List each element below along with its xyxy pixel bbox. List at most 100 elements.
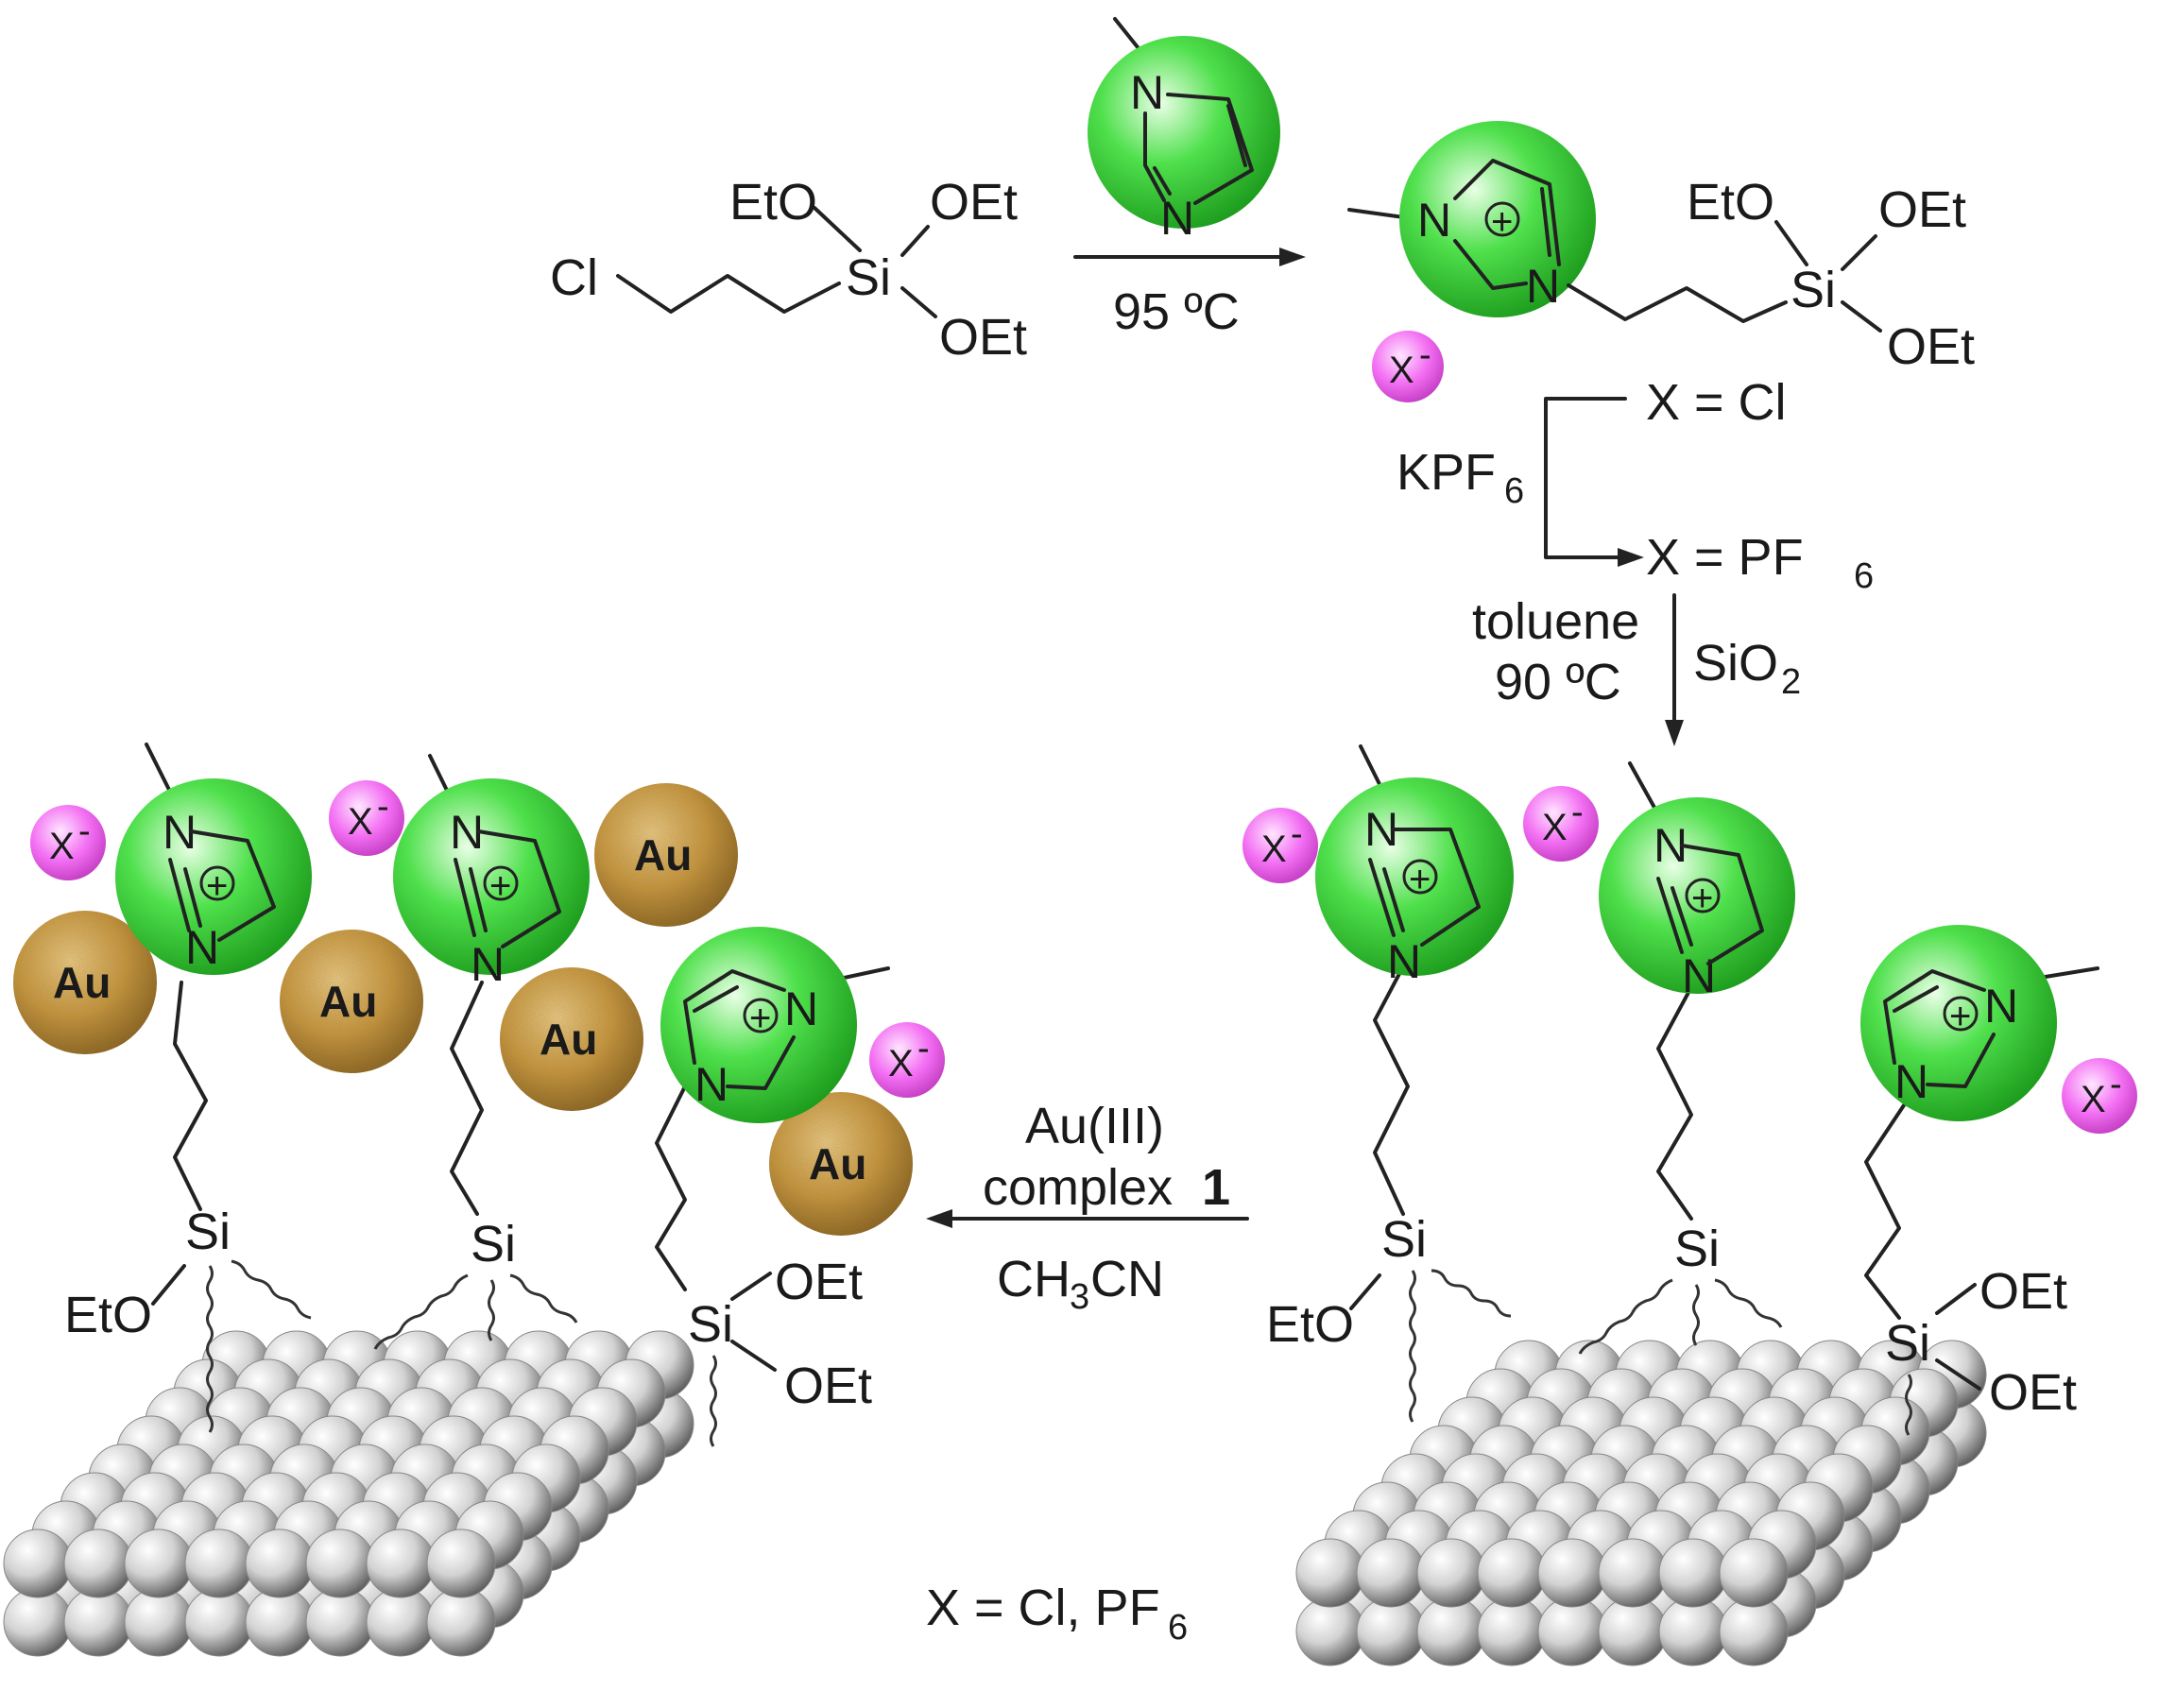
- eto-label: EtO: [64, 1287, 152, 1343]
- anion-charge: -: [1571, 793, 1584, 832]
- n-label: N: [1160, 192, 1194, 245]
- anion-charge: -: [78, 811, 91, 851]
- silica-particle: [1598, 1538, 1668, 1608]
- silica-particle: [1719, 1538, 1789, 1608]
- si-label: Si: [1674, 1221, 1720, 1277]
- imidazolium-sphere: [115, 778, 312, 975]
- silica-particle: [426, 1529, 496, 1598]
- charge-circle: [1402, 859, 1438, 895]
- au-iii-label: Au(III): [1025, 1098, 1164, 1154]
- charge-circle: [199, 865, 235, 901]
- si-label: Si: [1381, 1211, 1427, 1268]
- n-label: N: [1417, 194, 1451, 247]
- anion-charge: -: [917, 1029, 930, 1068]
- grafted-imidazolium-right: Si EtO Si Si OEt OEt N N + X - N: [1242, 744, 2137, 1436]
- n-label: N: [1682, 949, 1716, 1002]
- oet-label: OEt: [775, 1254, 863, 1310]
- oet-label: OEt: [1989, 1364, 2077, 1421]
- silica-surface-left: [3, 1330, 694, 1657]
- anion-sphere: [329, 780, 404, 856]
- silica-particle: [245, 1529, 315, 1598]
- au-label: Au: [540, 1015, 597, 1064]
- oet-label: OEt: [1878, 181, 1966, 238]
- imidazolium-sphere: [1860, 925, 2057, 1121]
- silica-particle: [1658, 1597, 1728, 1666]
- charge-circle: [1484, 201, 1520, 237]
- anion-charge: -: [2110, 1065, 2122, 1104]
- au-label: Au: [319, 977, 377, 1026]
- silica-particle: [1356, 1597, 1426, 1666]
- plus-label: +: [1409, 859, 1431, 900]
- silica-particle: [1416, 1597, 1486, 1666]
- silica-particle: [1598, 1597, 1668, 1666]
- oet-label: OEt: [939, 309, 1027, 366]
- si-label: Si: [846, 249, 891, 306]
- kpf6-subscript: 6: [1504, 471, 1524, 511]
- charge-circle: [1685, 878, 1721, 914]
- si-label: Si: [185, 1204, 231, 1260]
- si-label: Si: [688, 1296, 733, 1353]
- anion-sphere: [1372, 331, 1444, 402]
- imidazolium-sphere: [1315, 777, 1514, 976]
- silica-particle: [305, 1587, 375, 1657]
- anion-sphere: [1242, 808, 1318, 883]
- x-equals-cl-label: X = Cl: [1646, 374, 1787, 431]
- silica-surface-right: [1295, 1340, 1987, 1666]
- footnote: X = Cl, PF 6: [926, 1580, 1188, 1648]
- silica-particle: [1356, 1538, 1426, 1608]
- reaction-arrow-1: 95 ºC: [1073, 248, 1306, 340]
- ch3cn-subscript: 3: [1070, 1277, 1089, 1317]
- anion-label: X: [1542, 807, 1568, 848]
- silica-particle: [366, 1529, 436, 1598]
- imidazolium-silane-product: N N + Si EtO OEt OEt X -: [1347, 121, 1975, 402]
- silica-particle: [3, 1587, 73, 1657]
- silica-particle: [245, 1587, 315, 1657]
- eto-label: EtO: [729, 174, 817, 231]
- anion-label: X: [888, 1043, 914, 1085]
- anion-charge: -: [1291, 814, 1303, 854]
- oet-label: OEt: [1887, 318, 1975, 375]
- charge-circle: [483, 865, 519, 901]
- pf6-subscript: 6: [1854, 556, 1874, 596]
- n-label: N: [1984, 980, 2018, 1033]
- charge-circle: [1943, 996, 1979, 1032]
- anion-exchange-step: X = Cl X = PF 6 KPF 6: [1396, 374, 1874, 596]
- n-label: N: [694, 1058, 728, 1111]
- eto-label: EtO: [1687, 174, 1774, 231]
- anion-definition-label: X = Cl, PF: [926, 1580, 1160, 1636]
- anion-label: X: [2081, 1079, 2106, 1120]
- n-label: N: [1387, 935, 1421, 988]
- gold-nanoparticle: [13, 911, 157, 1054]
- gold-nanoparticle: [769, 1092, 913, 1236]
- x-equals-pf6-label: X = PF: [1646, 529, 1804, 586]
- anion-sphere: [30, 805, 106, 880]
- silica-particle: [1295, 1597, 1365, 1666]
- silica-particle: [1416, 1538, 1486, 1608]
- ch3cn-label: CN: [1090, 1251, 1164, 1307]
- silica-particle: [63, 1529, 133, 1598]
- complex-number-label: 1: [1202, 1159, 1230, 1216]
- n-label: N: [1894, 1055, 1928, 1108]
- silica-particle: [184, 1529, 254, 1598]
- charge-circle: [743, 998, 779, 1033]
- anion-sphere: [869, 1022, 945, 1098]
- anion-definition-subscript: 6: [1168, 1608, 1188, 1648]
- anion-label: X: [348, 801, 373, 843]
- toluene-label: toluene: [1472, 593, 1639, 650]
- silica-particle: [1719, 1597, 1789, 1666]
- plus-label: +: [1691, 878, 1713, 919]
- silica-particle: [1658, 1538, 1728, 1608]
- methylimidazole-reagent: N N: [1088, 17, 1280, 245]
- chloropropyl-triethoxysilane: Cl Si EtO OEt OEt: [550, 174, 1027, 366]
- silica-particle: [305, 1529, 375, 1598]
- oet-label: OEt: [1979, 1263, 2067, 1320]
- sio2-subscript: 2: [1781, 662, 1801, 702]
- silica-particle: [184, 1587, 254, 1657]
- oet-label: OEt: [784, 1358, 872, 1414]
- gold-nanoparticle: [594, 783, 738, 927]
- anion-charge: -: [377, 787, 389, 827]
- anion-sphere: [2062, 1058, 2137, 1134]
- n-label: N: [471, 938, 505, 991]
- anion-label: X: [1389, 350, 1414, 391]
